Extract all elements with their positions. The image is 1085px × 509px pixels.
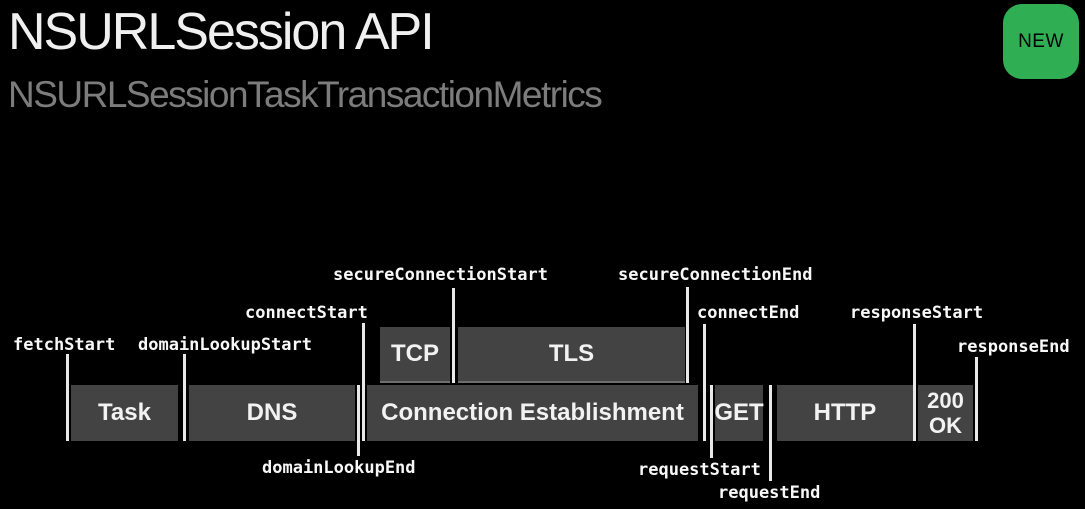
phase-box-tls: TLS [458, 327, 685, 383]
phase-box-200-ok: 200 OK [918, 385, 973, 441]
event-tick-secureconnectionend [686, 287, 689, 383]
event-tick-requestend [769, 385, 772, 481]
event-tick-responsestart [913, 324, 916, 441]
page-title: NSURLSession API [8, 3, 435, 61]
phase-box-dns: DNS [189, 385, 355, 441]
phase-box-http: HTTP [777, 385, 913, 441]
event-label-fetchstart: fetchStart [13, 335, 116, 355]
event-tick-secureconnectionstart [452, 288, 455, 383]
event-label-requeststart: requestStart [638, 460, 761, 480]
event-tick-fetchstart [66, 354, 69, 441]
event-label-domainlookupstart: domainLookupStart [138, 335, 312, 355]
phase-box-task: Task [71, 385, 178, 441]
event-label-connectstart: connectStart [245, 303, 368, 323]
event-label-secureconnectionstart: secureConnectionStart [333, 265, 548, 285]
phase-box-connection-establishment: Connection Establishment [367, 385, 698, 441]
page-subtitle: NSURLSessionTaskTransactionMetrics [8, 74, 603, 115]
event-label-responsestart: responseStart [850, 303, 984, 323]
event-tick-domainlookupend [357, 385, 360, 456]
event-tick-connectend [703, 324, 706, 441]
event-label-requestend: requestEnd [718, 483, 821, 503]
event-tick-requeststart [710, 385, 713, 458]
event-label-responseend: responseEnd [957, 337, 1070, 357]
event-tick-connectstart [362, 323, 365, 441]
new-badge-label: NEW [1018, 30, 1064, 52]
phase-box-get: GET [714, 385, 764, 441]
event-label-connectend: connectEnd [697, 303, 800, 323]
event-label-secureconnectionend: secureConnectionEnd [618, 265, 813, 285]
phase-box-tcp: TCP [380, 327, 450, 383]
event-tick-responseend [975, 357, 978, 441]
event-tick-domainlookupstart [183, 354, 186, 441]
new-badge: NEW [1003, 4, 1079, 79]
event-label-domainlookupend: domainLookupEnd [262, 458, 416, 478]
